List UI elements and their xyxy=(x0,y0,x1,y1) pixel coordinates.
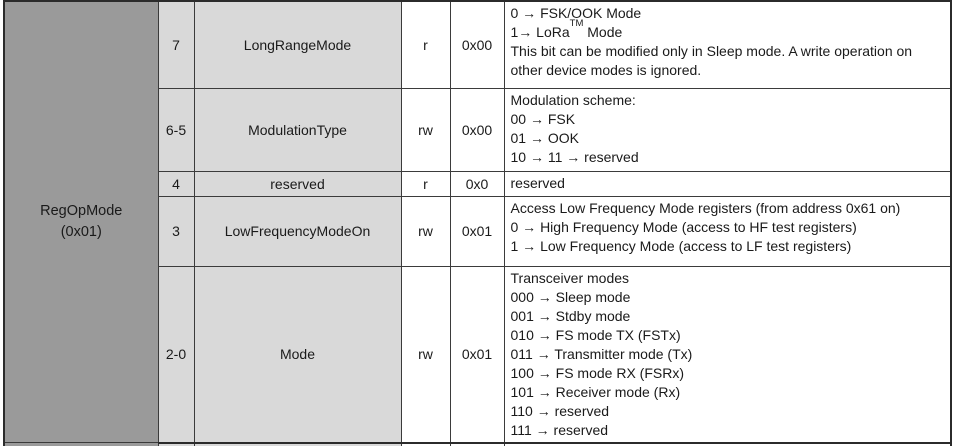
desc-line: 011 → Transmitter mode (Tx) xyxy=(510,345,693,362)
bit-cell xyxy=(157,442,195,446)
table-row-partial-next-register xyxy=(3,442,952,446)
bit-cell: 7 xyxy=(157,0,195,89)
desc-line: other device modes is ignored. xyxy=(510,62,702,78)
desc-lines: This bit can be modified only in Sleep m… xyxy=(511,42,947,80)
desc-line: 10 → 11 → reserved xyxy=(510,148,639,165)
register-address: (0x01) xyxy=(60,224,102,240)
desc-line: reserved xyxy=(510,174,565,191)
access-cell: r xyxy=(400,170,451,197)
access-cell: rw xyxy=(400,265,451,444)
bit-cell: 6-5 xyxy=(157,87,195,172)
desc-line: 0 → High Frequency Mode (access to HF te… xyxy=(510,218,857,235)
description-cell: Transceiver modes 000 → Sleep mode 001 → S… xyxy=(503,265,952,444)
desc-line: 101 → Receiver mode (Rx) xyxy=(510,383,681,400)
lora-line-pre: 1→ LoRa xyxy=(510,24,570,40)
access-cell: rw xyxy=(400,195,451,267)
reset-value-cell: 0x0 xyxy=(449,170,505,197)
table-row: 3 LowFrequencyModeOn rw 0x01 Access Low … xyxy=(4,195,952,267)
description-cell xyxy=(503,442,952,446)
description-cell: Modulation scheme: 00 → FSK 01 → OOK 10 → 1… xyxy=(503,87,952,172)
access-cell: rw xyxy=(400,87,451,172)
register-name-cell xyxy=(3,442,159,446)
lora-line-post: Mode xyxy=(583,24,623,40)
desc-line: This bit can be modified only in Sleep m… xyxy=(510,43,913,59)
reset-value-cell: 0x01 xyxy=(449,265,505,444)
access-cell: r xyxy=(400,0,451,89)
reset-value-cell: 0x00 xyxy=(449,87,505,172)
field-name-cell xyxy=(193,442,402,446)
bit-cell: 4 xyxy=(157,170,195,197)
desc-line: Modulation scheme: xyxy=(510,91,636,108)
desc-line: Access Low Frequency Mode registers (fro… xyxy=(510,199,901,216)
description-cell: reserved xyxy=(503,170,952,197)
reset-value-cell xyxy=(449,442,505,446)
description-cell: Access Low Frequency Mode registers (fro… xyxy=(503,195,952,267)
desc-line: 1 → Low Frequency Mode (access to LF tes… xyxy=(510,237,852,254)
table-row: 2-0 Mode rw 0x01 Transceiver modes 000 → … xyxy=(4,265,952,444)
field-name-cell: LongRangeMode xyxy=(193,0,402,89)
register-table: RegOpMode (0x01) 7 LongRangeMode r 0x0 0 … xyxy=(3,0,952,446)
bit-cell: 3 xyxy=(157,195,195,267)
trademark-superscript: TM xyxy=(569,18,584,30)
desc-line: 0 → FSK/OOK Mode xyxy=(510,5,642,21)
desc-line: 000 → Sleep mode xyxy=(510,288,631,305)
field-name-cell: Mode xyxy=(193,265,402,444)
register-name-cell: RegOpMode (0x01) xyxy=(3,0,159,443)
reset-value-cell: 0x00 xyxy=(449,0,505,89)
field-name-cell: ModulationType xyxy=(193,87,402,172)
desc-line: 111 → reserved xyxy=(510,421,609,438)
reset-value-cell: 0x01 xyxy=(449,195,505,267)
table-row: 6-5 ModulationType rw 0x00 Modulation sc… xyxy=(4,87,952,172)
desc-line: 00 → FSK xyxy=(510,110,576,127)
desc-line: Transceiver modes xyxy=(510,269,630,286)
table-row: 4 reserved r 0x0 reserved xyxy=(4,170,952,197)
access-cell xyxy=(400,442,451,446)
field-name-cell: reserved xyxy=(193,170,402,197)
desc-line: 001 → Stdby mode xyxy=(510,307,631,324)
desc-line: 010 → FS mode TX (FSTx) xyxy=(510,326,681,343)
bit-cell: 2-0 xyxy=(157,265,195,444)
register-name: RegOpMode xyxy=(40,203,123,219)
desc-line: 110 → reserved xyxy=(510,402,610,419)
desc-line: 01 → OOK xyxy=(510,129,579,146)
table-row: RegOpMode (0x01) 7 LongRangeMode r 0x0 0 … xyxy=(3,0,952,443)
description-cell: 0 → FSK/OOK Mode 1→ LoRaTM Mode This bit… xyxy=(503,0,952,89)
field-name-cell: LowFrequencyModeOn xyxy=(193,195,402,267)
desc-line: 100 → FS mode RX (FSRx) xyxy=(510,364,685,381)
desc-line-lora: 1→ LoRaTM Mode xyxy=(510,19,947,42)
